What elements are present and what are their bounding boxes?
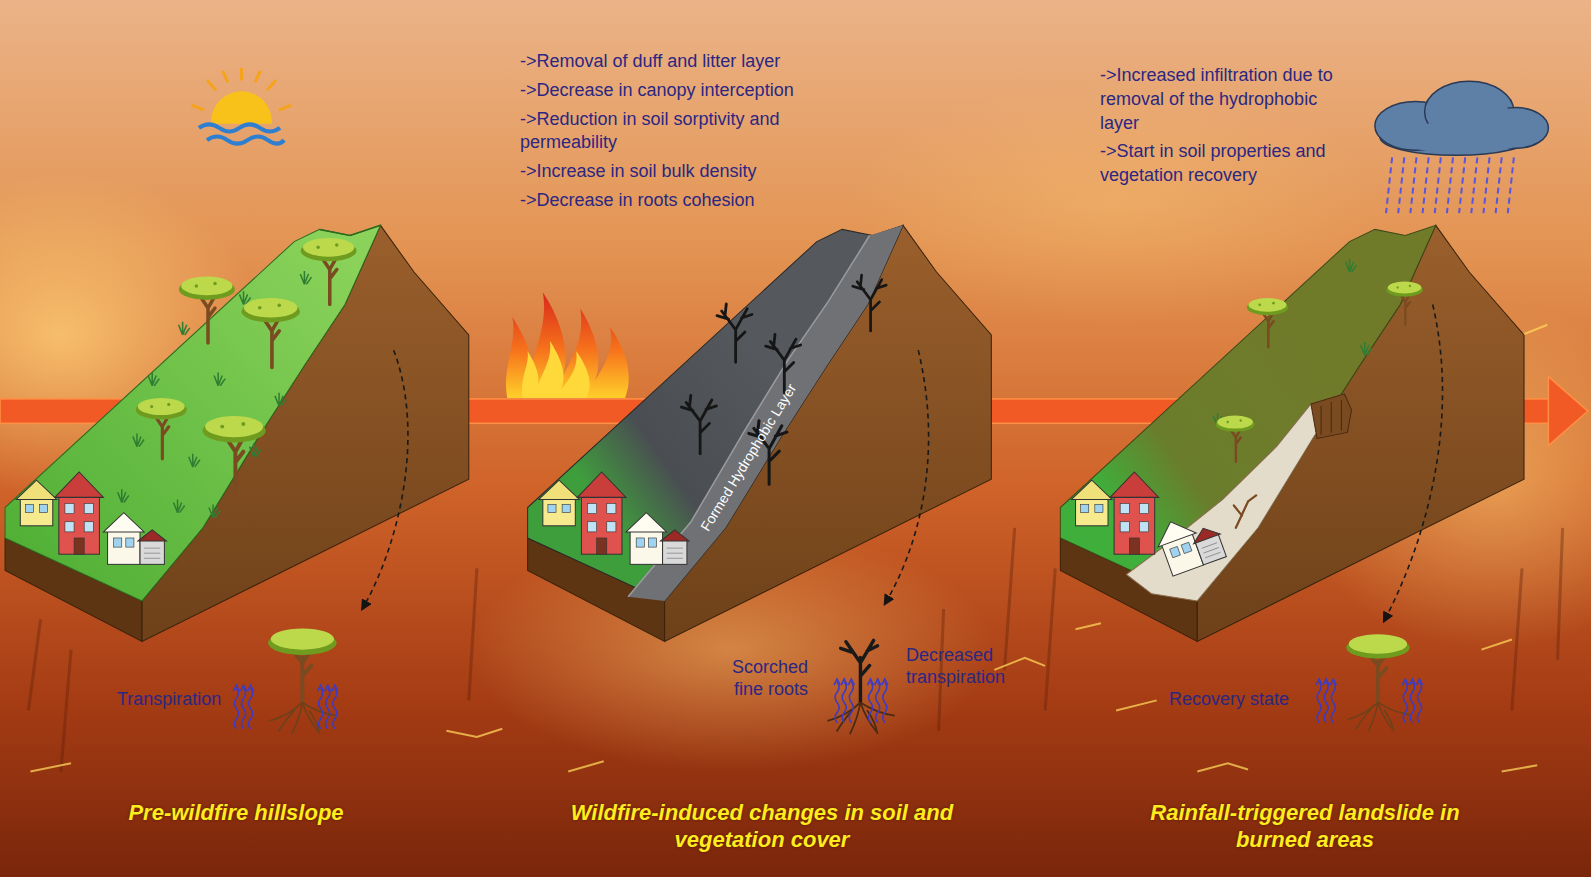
- pre-wildfire-hillslope-block-part: [214, 373, 225, 386]
- pre-wildfire-hillslope-block-part: [241, 298, 299, 367]
- pre-wildfire-hillslope-block-part: [275, 393, 286, 406]
- sun-icon-part: [199, 124, 280, 131]
- sun-icon: [193, 69, 290, 152]
- burned-hillslope-block-part: [885, 350, 929, 604]
- landslide-hillslope-block-part: [1247, 298, 1288, 347]
- landslide-hillslope-block-part: [1384, 305, 1443, 622]
- effect-bullet: ->Removal of duff and litter layer: [520, 50, 865, 74]
- pre-wildfire-hillslope-block-part: [179, 322, 190, 335]
- fire-icon-part: [522, 341, 590, 398]
- landslide-hillslope-block-part: [1071, 472, 1158, 554]
- sun-icon-part: [193, 69, 290, 110]
- stage-caption: Wildfire-induced changes in soil and veg…: [562, 800, 962, 854]
- landslide-hillslope-block-part: [1321, 400, 1341, 435]
- pre-wildfire-hillslope-block-part: [362, 350, 408, 609]
- landslide-hillslope-block-part: [1345, 259, 1356, 272]
- timeline-arrow-part: [1548, 377, 1588, 446]
- pre-wildfire-hillslope-block-part: [209, 504, 220, 517]
- effect-bullet: ->Increase in soil bulk density: [520, 160, 865, 184]
- burned-hillslope-block-part: [717, 304, 752, 362]
- landslide-hillslope-block-part: [1346, 634, 1409, 731]
- pre-wildfire-hillslope-block-part: [174, 499, 185, 512]
- layer-label: Formed Hydrophobic Layer: [698, 381, 800, 534]
- pre-wildfire-hillslope-block: [5, 225, 469, 734]
- fire-background: [0, 81, 1591, 771]
- stage-caption: Rainfall-triggered landslide in burned a…: [1130, 800, 1480, 854]
- landslide-hillslope-block-part: [1216, 416, 1255, 462]
- process-label: Scorched fine roots: [710, 657, 808, 700]
- sun-icon-part: [211, 91, 272, 123]
- bullet-list: ->Removal of duff and litter layer ->Decr…: [520, 50, 865, 218]
- stage-caption: Pre-wildfire hillslope: [76, 800, 396, 827]
- sun-icon-part: [207, 137, 284, 144]
- burned-hillslope-block-part: [626, 513, 689, 565]
- landslide-hillslope-block-part: [1316, 679, 1336, 723]
- landslide-hillslope-block-part: [1060, 225, 1435, 601]
- pre-wildfire-hillslope-block-part: [318, 685, 338, 729]
- burned-hillslope-block-part: [868, 679, 888, 723]
- pre-wildfire-hillslope-block-part: [268, 629, 337, 735]
- burned-hillslope-block-part: [827, 640, 894, 734]
- fire-icon: [506, 292, 629, 398]
- head-scarp: [1311, 394, 1352, 439]
- pre-wildfire-hillslope-block-part: [300, 271, 311, 284]
- rain-cloud-icon-part: [1429, 91, 1510, 140]
- pre-wildfire-hillslope-block-part: [233, 685, 253, 729]
- process-label: Recovery state: [1169, 689, 1289, 711]
- effect-bullet: ->Reduction in soil sorptivity and perme…: [520, 108, 865, 156]
- rain-cloud-icon-part: [1386, 157, 1514, 213]
- effect-bullet: ->Decrease in canopy interception: [520, 79, 865, 103]
- pre-wildfire-hillslope-block-part: [179, 277, 235, 344]
- rain-cloud-icon: [1375, 81, 1549, 213]
- landslide-hillslope-block-part: [1402, 679, 1422, 723]
- landslide-hillslope-block: [1060, 225, 1524, 731]
- bullet-list: ->Increased infiltration due to removal …: [1100, 64, 1348, 193]
- burned-hillslope-block-part: [681, 395, 716, 453]
- pre-wildfire-hillslope-block-part: [250, 444, 261, 457]
- landslide-hillslope-block-part: [1361, 342, 1372, 355]
- effect-bullet: ->Decrease in roots cohesion: [520, 189, 865, 213]
- pre-wildfire-hillslope-block-part: [16, 472, 103, 554]
- pre-wildfire-hillslope-block-part: [148, 373, 159, 386]
- pre-wildfire-hillslope-block-part: [118, 489, 129, 502]
- pre-wildfire-hillslope-block-part: [320, 225, 381, 235]
- process-label: Decreased transpiration: [906, 645, 1036, 688]
- pre-wildfire-hillslope-block-part: [133, 433, 144, 446]
- burned-hillslope-block-part: [539, 472, 626, 554]
- pre-wildfire-hillslope-block-part: [202, 416, 265, 491]
- burned-hillslope-block-part: [853, 275, 886, 331]
- landslide-hillslope-block-part: [1151, 507, 1228, 577]
- burned-hillslope-block-part: [834, 679, 854, 723]
- landslide-hillslope-block-part: [1386, 281, 1423, 324]
- pre-wildfire-hillslope-block-part: [189, 454, 200, 467]
- effect-bullet: ->Increased infiltration due to removal …: [1100, 64, 1348, 135]
- pre-wildfire-hillslope-block-part: [136, 398, 187, 459]
- fire-icon-part: [506, 292, 629, 398]
- pre-wildfire-hillslope-block-part: [5, 225, 380, 601]
- landslide-hillslope-block-part: [1234, 495, 1256, 527]
- burned-hillslope-block-part: [528, 225, 903, 601]
- pre-wildfire-hillslope-block-part: [103, 513, 166, 565]
- pre-wildfire-hillslope-block-part: [301, 238, 357, 305]
- process-label: Transpiration: [117, 689, 221, 711]
- effect-bullet: ->Start in soil properties and vegetatio…: [1100, 140, 1348, 188]
